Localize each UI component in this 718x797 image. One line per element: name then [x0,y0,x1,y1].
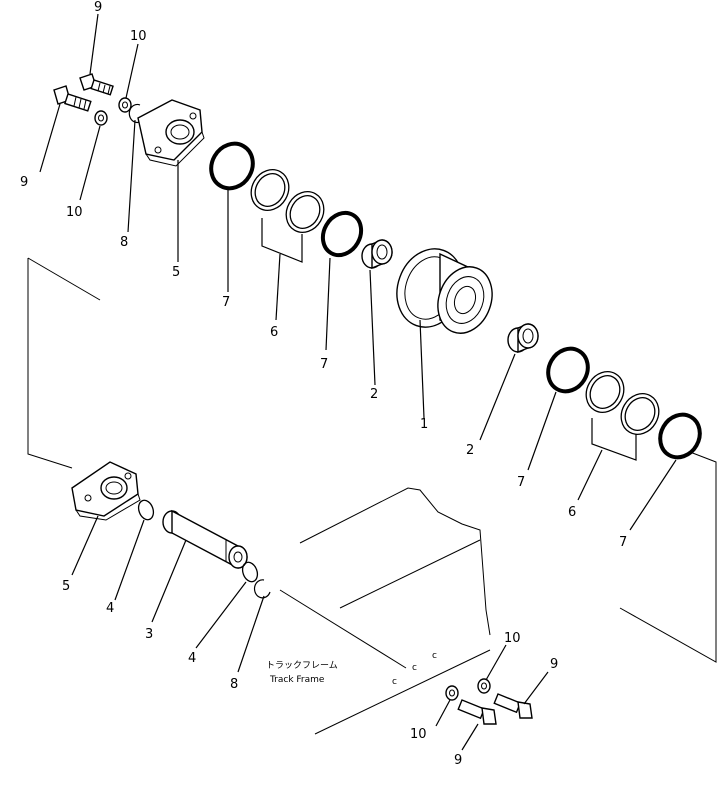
label-8: 8 [120,235,128,250]
bolt-lower-2 [457,699,497,725]
retainer-ring-lower [253,579,271,599]
label-9: 9 [20,175,28,190]
track-frame-caption-en: Track Frame [269,675,325,685]
label-1: 1 [420,417,428,432]
label-7: 7 [222,295,230,310]
washer-upper-2 [94,110,108,126]
label-2: 2 [466,443,474,458]
label-7: 7 [619,535,627,550]
bolt-lower-1 [493,693,533,719]
label-9: 9 [550,657,558,672]
label-6: 6 [270,325,278,340]
bolt-upper-1 [79,73,114,96]
track-frame-caption-jp: トラックフレーム [266,660,338,671]
o-ring-4b [241,561,259,583]
o-ring-7a [209,141,255,191]
frame-mark-c2: c [412,663,417,673]
label-4: 4 [188,651,196,666]
label-10: 10 [130,29,147,44]
frame-mark-c1: c [392,677,397,687]
label-2: 2 [370,387,378,402]
o-ring-7b [320,210,364,258]
o-ring-7c [546,346,590,394]
label-9: 9 [454,753,462,768]
label-4: 4 [106,601,114,616]
label-10: 10 [66,205,83,220]
label-5: 5 [62,579,70,594]
o-ring-7d [658,412,702,460]
bracket-upper [137,99,205,167]
bushing-2b [507,323,539,354]
label-10: 10 [504,631,521,646]
seal-6a [250,169,325,233]
label-3: 3 [145,627,153,642]
track-frame [279,487,491,735]
frame-mark-c3: c [432,651,437,661]
bolt-upper-2 [53,85,92,112]
label-7: 7 [517,475,525,490]
seal-6b [585,371,660,435]
washer-lower-2 [445,685,459,701]
washer-upper-1 [118,97,132,113]
label-7: 7 [320,357,328,372]
washer-lower-1 [477,678,491,694]
roller-1 [396,248,493,334]
label-8: 8 [230,677,238,692]
label-5: 5 [172,265,180,280]
bracket-lower [71,461,141,521]
o-ring-4a [137,499,155,521]
bushing-2a [361,239,393,270]
shaft-3 [162,509,248,569]
label-10: 10 [410,727,427,742]
label-6: 6 [568,505,576,520]
label-9: 9 [94,0,102,15]
